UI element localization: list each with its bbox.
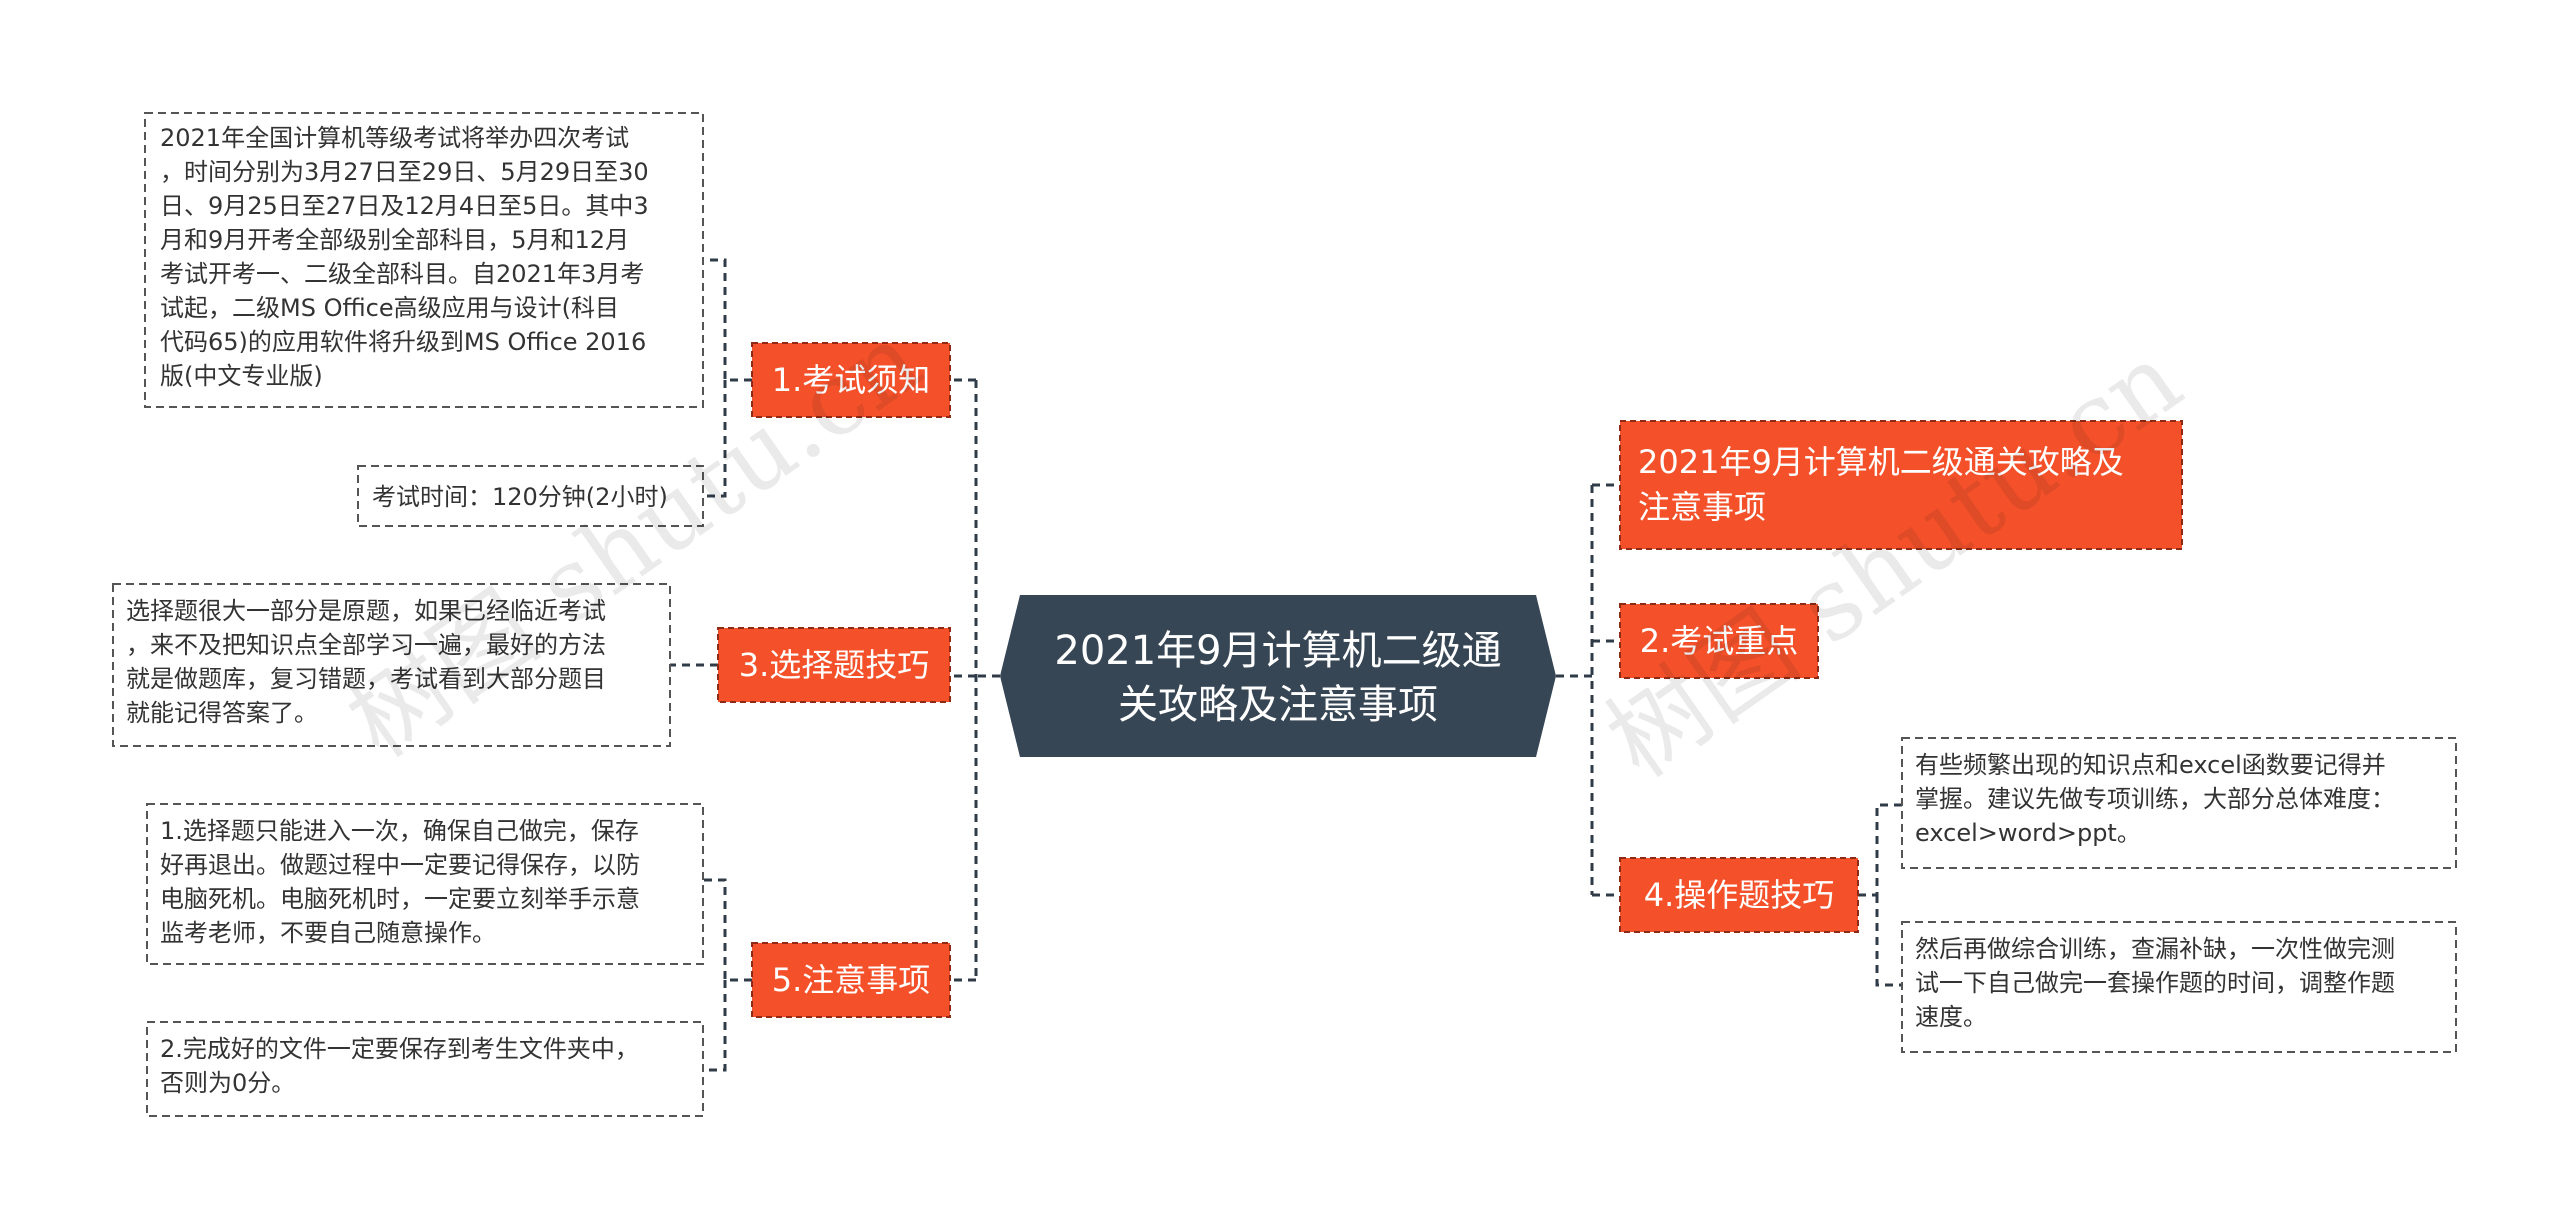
topic-1-label: 1.考试须知 (772, 361, 931, 399)
note-exam-schedule-line-8: 版(中文专业版) (160, 362, 323, 390)
connector-topic-5-branch-2 (703, 980, 727, 1072)
central-topic-line-2: 关攻略及注意事项 (1118, 682, 1438, 728)
connector-right-topic-4-branch (1858, 803, 1902, 897)
note-save-before-exit: 1.选择题只能进入一次，确保自己做完，保存 好再退出。做题过程中一定要记得保存，… (146, 803, 704, 965)
note-choice-question-tips-line-4: 就能记得答案了。 (126, 699, 318, 727)
note-exam-schedule-line-5: 考试开考一、二级全部科目。自2021年3月考 (160, 260, 644, 288)
note-operation-comprehensive-training-shape (1901, 921, 2457, 1053)
note-exam-schedule-line-3: 日、9月25日至27日及12月4日至5日。其中3 (160, 192, 649, 220)
note-operation-specialized-training-line-2: 掌握。建议先做专项训练，大部分总体难度： (1915, 785, 2395, 813)
connector-topic-1-branch (703, 258, 752, 382)
note-save-before-exit-line-1: 1.选择题只能进入一次，确保自己做完，保存 (160, 817, 639, 845)
right-topic-title-repeat-shape (1619, 420, 2183, 550)
right-topic-title-repeat-line-2: 注意事项 (1638, 488, 1766, 526)
note-save-to-folder-shape (146, 1021, 704, 1117)
topic-1-kaoshi-xuzhi[interactable]: 1.考试须知 (751, 342, 951, 418)
topic-3-xuanzeti-jiqiao[interactable]: 3.选择题技巧 (717, 627, 951, 703)
note-choice-question-tips-line-1: 选择题很大一部分是原题，如果已经临近考试 (126, 597, 606, 625)
note-operation-comprehensive-training-line-3: 速度。 (1915, 1003, 1987, 1031)
right-topic-4-caozuoti-jiqiao[interactable]: 4.操作题技巧 (1619, 857, 1859, 933)
topic-1-shape (751, 342, 951, 418)
note-operation-specialized-training: 有些频繁出现的知识点和excel函数要记得并 掌握。建议先做专项训练，大部分总体… (1901, 737, 2457, 869)
topic-5-shape (751, 942, 951, 1018)
topic-5-label: 5.注意事项 (772, 961, 931, 999)
note-exam-schedule-shape (144, 112, 704, 408)
note-exam-schedule-line-4: 月和9月开考全部级别全部科目，5月和12月 (160, 226, 629, 254)
connector-topic-1-branch-2 (703, 380, 727, 498)
central-topic[interactable]: 2021年9月计算机二级通 关攻略及注意事项 (1000, 595, 1556, 757)
topic-3-shape (717, 627, 951, 703)
note-save-before-exit-line-4: 监考老师，不要自己随意操作。 (160, 919, 496, 947)
watermark-right: 树图 shutu.cn (1587, 320, 2202, 799)
note-save-before-exit-shape (146, 803, 704, 965)
note-exam-schedule-line-7: 代码65)的应用软件将升级到MS Office 2016 (160, 328, 646, 356)
topic-3-label: 3.选择题技巧 (739, 646, 930, 684)
note-save-to-folder: 2.完成好的文件一定要保存到考生文件夹中， 否则为0分。 (146, 1021, 704, 1117)
note-choice-question-tips-line-2: ，来不及把知识点全部学习一遍，最好的方法 (126, 631, 606, 659)
right-topic-2-shape (1619, 603, 1819, 679)
connector-topic-5-branch (703, 878, 752, 982)
note-choice-question-tips-shape (112, 583, 671, 747)
note-exam-duration: 考试时间：120分钟(2小时) (357, 465, 704, 527)
note-save-to-folder-line-1: 2.完成好的文件一定要保存到考生文件夹中， (160, 1035, 639, 1063)
right-topic-4-shape (1619, 857, 1859, 933)
right-topic-title-repeat[interactable]: 2021年9月计算机二级通关攻略及 注意事项 (1619, 420, 2183, 550)
note-operation-specialized-training-line-1: 有些频繁出现的知识点和excel函数要记得并 (1915, 751, 2386, 779)
note-exam-duration-shape (357, 465, 704, 527)
note-save-before-exit-line-3: 电脑死机。电脑死机时，一定要立刻举手示意 (160, 885, 640, 913)
central-topic-shape (1000, 595, 1556, 757)
topic-5-zhuyi-shixiang[interactable]: 5.注意事项 (751, 942, 951, 1018)
note-exam-schedule-line-6: 试起，二级MS Office高级应用与设计(科目 (160, 294, 619, 322)
right-topic-title-repeat-line-1: 2021年9月计算机二级通关攻略及 (1638, 443, 2124, 481)
note-choice-question-tips-line-3: 就是做题库，复习错题，考试看到大部分题目 (126, 665, 606, 693)
note-save-before-exit-line-2: 好再退出。做题过程中一定要记得保存，以防 (160, 851, 640, 879)
note-operation-specialized-training-line-3: excel>word>ppt。 (1915, 819, 2141, 847)
note-operation-comprehensive-training-line-1: 然后再做综合训练，查漏补缺，一次性做完测 (1915, 935, 2395, 963)
note-save-to-folder-line-2: 否则为0分。 (160, 1069, 295, 1097)
note-exam-duration-line-1: 考试时间：120分钟(2小时) (372, 483, 668, 511)
note-exam-schedule-line-1: 2021年全国计算机等级考试将举办四次考试 (160, 124, 629, 152)
right-topic-2-kaoshi-zhongdian[interactable]: 2.考试重点 (1619, 603, 1819, 679)
right-topic-2-label: 2.考试重点 (1640, 622, 1799, 660)
note-operation-comprehensive-training-line-2: 试一下自己做完一套操作题的时间，调整作题 (1915, 969, 2395, 997)
note-choice-question-tips: 选择题很大一部分是原题，如果已经临近考试 ，来不及把知识点全部学习一遍，最好的方… (112, 583, 671, 747)
right-topic-4-label: 4.操作题技巧 (1644, 876, 1835, 914)
note-operation-specialized-training-shape (1901, 737, 2457, 869)
central-topic-line-1: 2021年9月计算机二级通 (1054, 628, 1501, 674)
connector-right-topic-4-branch-2 (1875, 895, 1902, 987)
note-exam-schedule: 2021年全国计算机等级考试将举办四次考试 ，时间分别为3月27日至29日、5月… (144, 112, 704, 408)
note-operation-comprehensive-training: 然后再做综合训练，查漏补缺，一次性做完测 试一下自己做完一套操作题的时间，调整作… (1901, 921, 2457, 1053)
note-exam-schedule-line-2: ，时间分别为3月27日至29日、5月29日至30 (160, 158, 649, 186)
